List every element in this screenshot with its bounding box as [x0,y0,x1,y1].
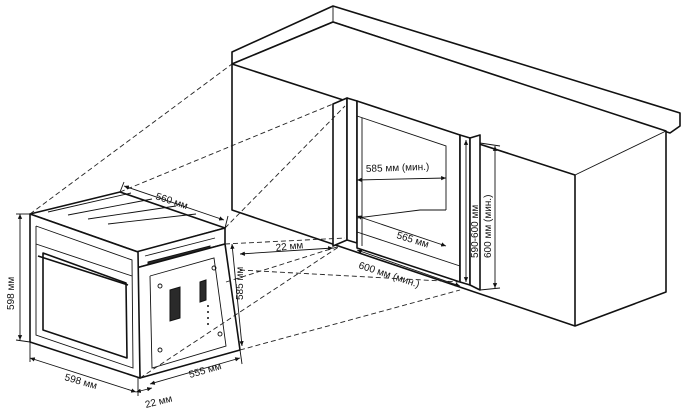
label-oven-depth-body: 555 мм [188,361,223,381]
label-oven-width: 598 мм [63,372,98,392]
label-front-panel-side: 22 мм [275,240,304,254]
oven [29,191,241,379]
label-oven-side-height: 585 мм [235,267,246,300]
label-cabinet-height: 600 мм (мин.) [483,195,494,258]
label-niche-opening: 590-600 мм [470,205,481,258]
dimension-lines [15,140,501,396]
label-niche-height: 585 мм (мин.) [366,162,430,175]
cabinet [231,5,681,327]
label-front-panel-bottom: 22 мм [144,394,174,411]
label-oven-height: 598 мм [6,277,17,310]
